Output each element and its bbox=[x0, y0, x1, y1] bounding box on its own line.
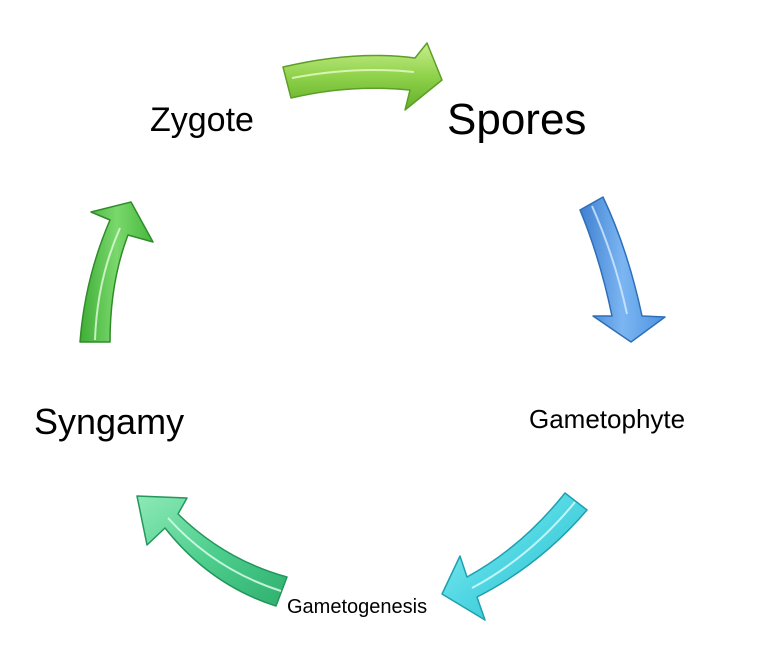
arrow-syngamy-to-zygote bbox=[79, 201, 154, 343]
arrow-gametogenesis-to-syngamy bbox=[136, 495, 288, 607]
stage-label-syngamy: Syngamy bbox=[34, 401, 185, 442]
stage-label-spores: Spores bbox=[447, 95, 587, 144]
arrow-gametophyte-to-gametogenesis bbox=[441, 492, 588, 621]
stage-label-zygote: Zygote bbox=[150, 101, 254, 139]
arrow-spores-to-gametophyte bbox=[579, 196, 666, 343]
arrow-zygote-to-spores bbox=[282, 42, 443, 111]
stage-label-gametophyte: Gametophyte bbox=[529, 404, 686, 434]
stage-label-gametogenesis: Gametogenesis bbox=[287, 596, 428, 618]
